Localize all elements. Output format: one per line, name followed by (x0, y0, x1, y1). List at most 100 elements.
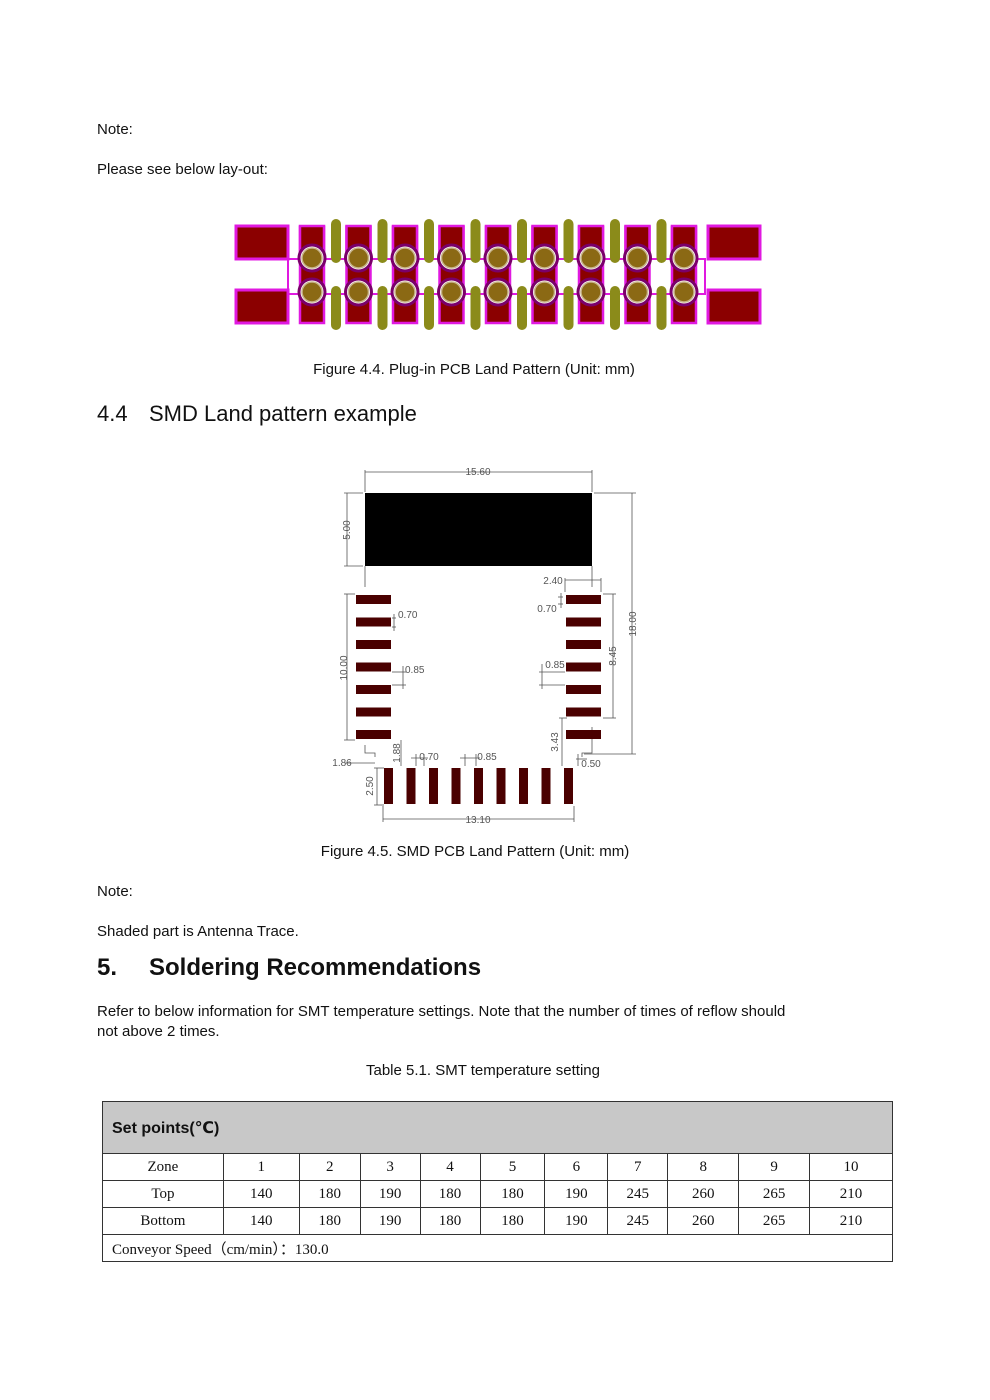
pin-tab (656, 286, 667, 330)
dim-0-70-bottom: 0.70 (419, 752, 439, 763)
dim-0-85-left: 0.85 (405, 665, 425, 676)
smd-land-pattern-figure: 15.60 5.00 2.40 0.70 0.70 18.00 0.85 0.8… (332, 467, 639, 826)
smd-pad (356, 685, 391, 694)
smd-pad (566, 595, 601, 604)
table-cell: 180 (298, 1207, 361, 1235)
smd-pad (429, 768, 438, 804)
dim-2-50: 2.50 (365, 776, 376, 796)
table-cell: 190 (359, 1180, 421, 1208)
via-hole (626, 247, 649, 269)
note-label: Note: (97, 883, 133, 900)
smd-pad (384, 768, 393, 804)
pin-tab (331, 286, 341, 330)
smd-pad (356, 730, 391, 739)
via-hole (673, 247, 695, 269)
pin-tab (517, 219, 527, 263)
smd-pad (474, 768, 483, 804)
pin-tab (610, 286, 620, 330)
dim-13-10: 13.10 (465, 815, 490, 826)
table-cell: 265 (738, 1180, 811, 1208)
section-heading: 5. Soldering Recommendations (97, 954, 481, 982)
section-number: 4.4 (97, 401, 128, 426)
smd-pad (566, 662, 601, 672)
smd-pad (356, 662, 391, 672)
table-cell: 265 (738, 1207, 811, 1235)
intro-line: not above 2 times. (97, 1023, 220, 1040)
via-hole (487, 247, 509, 269)
table-cell: 10 (809, 1153, 893, 1181)
via-hole (347, 247, 370, 269)
corner-pad (706, 224, 762, 261)
dim-10-00: 10.00 (339, 655, 350, 680)
table-cell: 4 (419, 1153, 481, 1181)
table-cell: 210 (809, 1207, 893, 1235)
conveyor-speed: Conveyor Speed（cm/min）：130.0 (102, 1234, 893, 1262)
dim-15-60: 15.60 (465, 467, 490, 478)
table-caption: Table 5.1. SMT temperature setting (365, 1062, 600, 1079)
table-cell: 190 (359, 1207, 421, 1235)
pin-tab (377, 219, 388, 263)
table-cell: 140 (222, 1180, 300, 1208)
table-cell: 140 (222, 1207, 300, 1235)
via-hole (394, 281, 416, 303)
table-cell: 180 (419, 1207, 481, 1235)
via-hole (580, 247, 602, 269)
corner-pad (706, 288, 762, 325)
via-hole (626, 281, 649, 303)
via-hole (580, 281, 602, 303)
row-label: Zone (102, 1153, 224, 1181)
via-hole (301, 281, 323, 303)
note-text: Shaded part is Antenna Trace. (97, 923, 299, 940)
smd-pad (496, 768, 506, 804)
table-cell: 180 (419, 1180, 481, 1208)
via-hole (301, 247, 323, 269)
dim-1-86: 1.86 (332, 758, 352, 769)
via-hole (347, 281, 370, 303)
note-label: Note: (97, 121, 133, 138)
section-title: Soldering Recommendations (149, 954, 482, 981)
section-title: SMD Land pattern example (149, 401, 417, 426)
via-hole (440, 247, 463, 269)
plug-in-land-pattern-figure (234, 219, 762, 330)
figure-4-4-caption: Figure 4.4. Plug-in PCB Land Pattern (Un… (313, 361, 635, 378)
table-header: Set points(℃) (102, 1101, 893, 1154)
table-cell: 260 (667, 1207, 740, 1235)
table-cell: 6 (544, 1153, 609, 1181)
smd-pad (356, 595, 391, 604)
table-cell: 260 (667, 1180, 740, 1208)
table-cell: 180 (479, 1180, 546, 1208)
dim-0-50: 0.50 (581, 759, 601, 770)
smd-pad (566, 707, 601, 717)
dim-5-00: 5.00 (342, 520, 353, 540)
smd-pad (356, 707, 391, 717)
table-cell: 190 (544, 1207, 609, 1235)
smd-pad (356, 617, 391, 627)
table-cell: 8 (667, 1153, 740, 1181)
table-cell: 3 (359, 1153, 421, 1181)
dim-0-85-right: 0.85 (545, 660, 565, 671)
table-cell: 245 (607, 1180, 669, 1208)
dim-3-43: 3.43 (550, 732, 561, 752)
row-label: Bottom (102, 1207, 224, 1235)
dim-0-70-left: 0.70 (398, 610, 418, 621)
figure-4-5-caption: Figure 4.5. SMD PCB Land Pattern (Unit: … (320, 843, 630, 860)
pin-tab (517, 286, 527, 330)
dim-0-85-bottom: 0.85 (477, 752, 497, 763)
corner-pad (234, 224, 290, 261)
smd-pad (406, 768, 416, 804)
table-cell: 190 (544, 1180, 609, 1208)
intro-line: Refer to below information for SMT tempe… (97, 1003, 786, 1020)
smd-pad (566, 730, 601, 739)
note-text: Please see below lay-out: (97, 161, 268, 178)
dim-2-40: 2.40 (543, 576, 563, 587)
pin-tab (610, 219, 620, 263)
pin-tab (331, 219, 341, 263)
pin-tab (424, 286, 434, 330)
pin-tab (563, 219, 574, 263)
dim-18-00: 18.00 (628, 611, 639, 636)
via-hole (533, 247, 556, 269)
section-number: 5. (97, 954, 118, 981)
table-cell: 2 (298, 1153, 361, 1181)
